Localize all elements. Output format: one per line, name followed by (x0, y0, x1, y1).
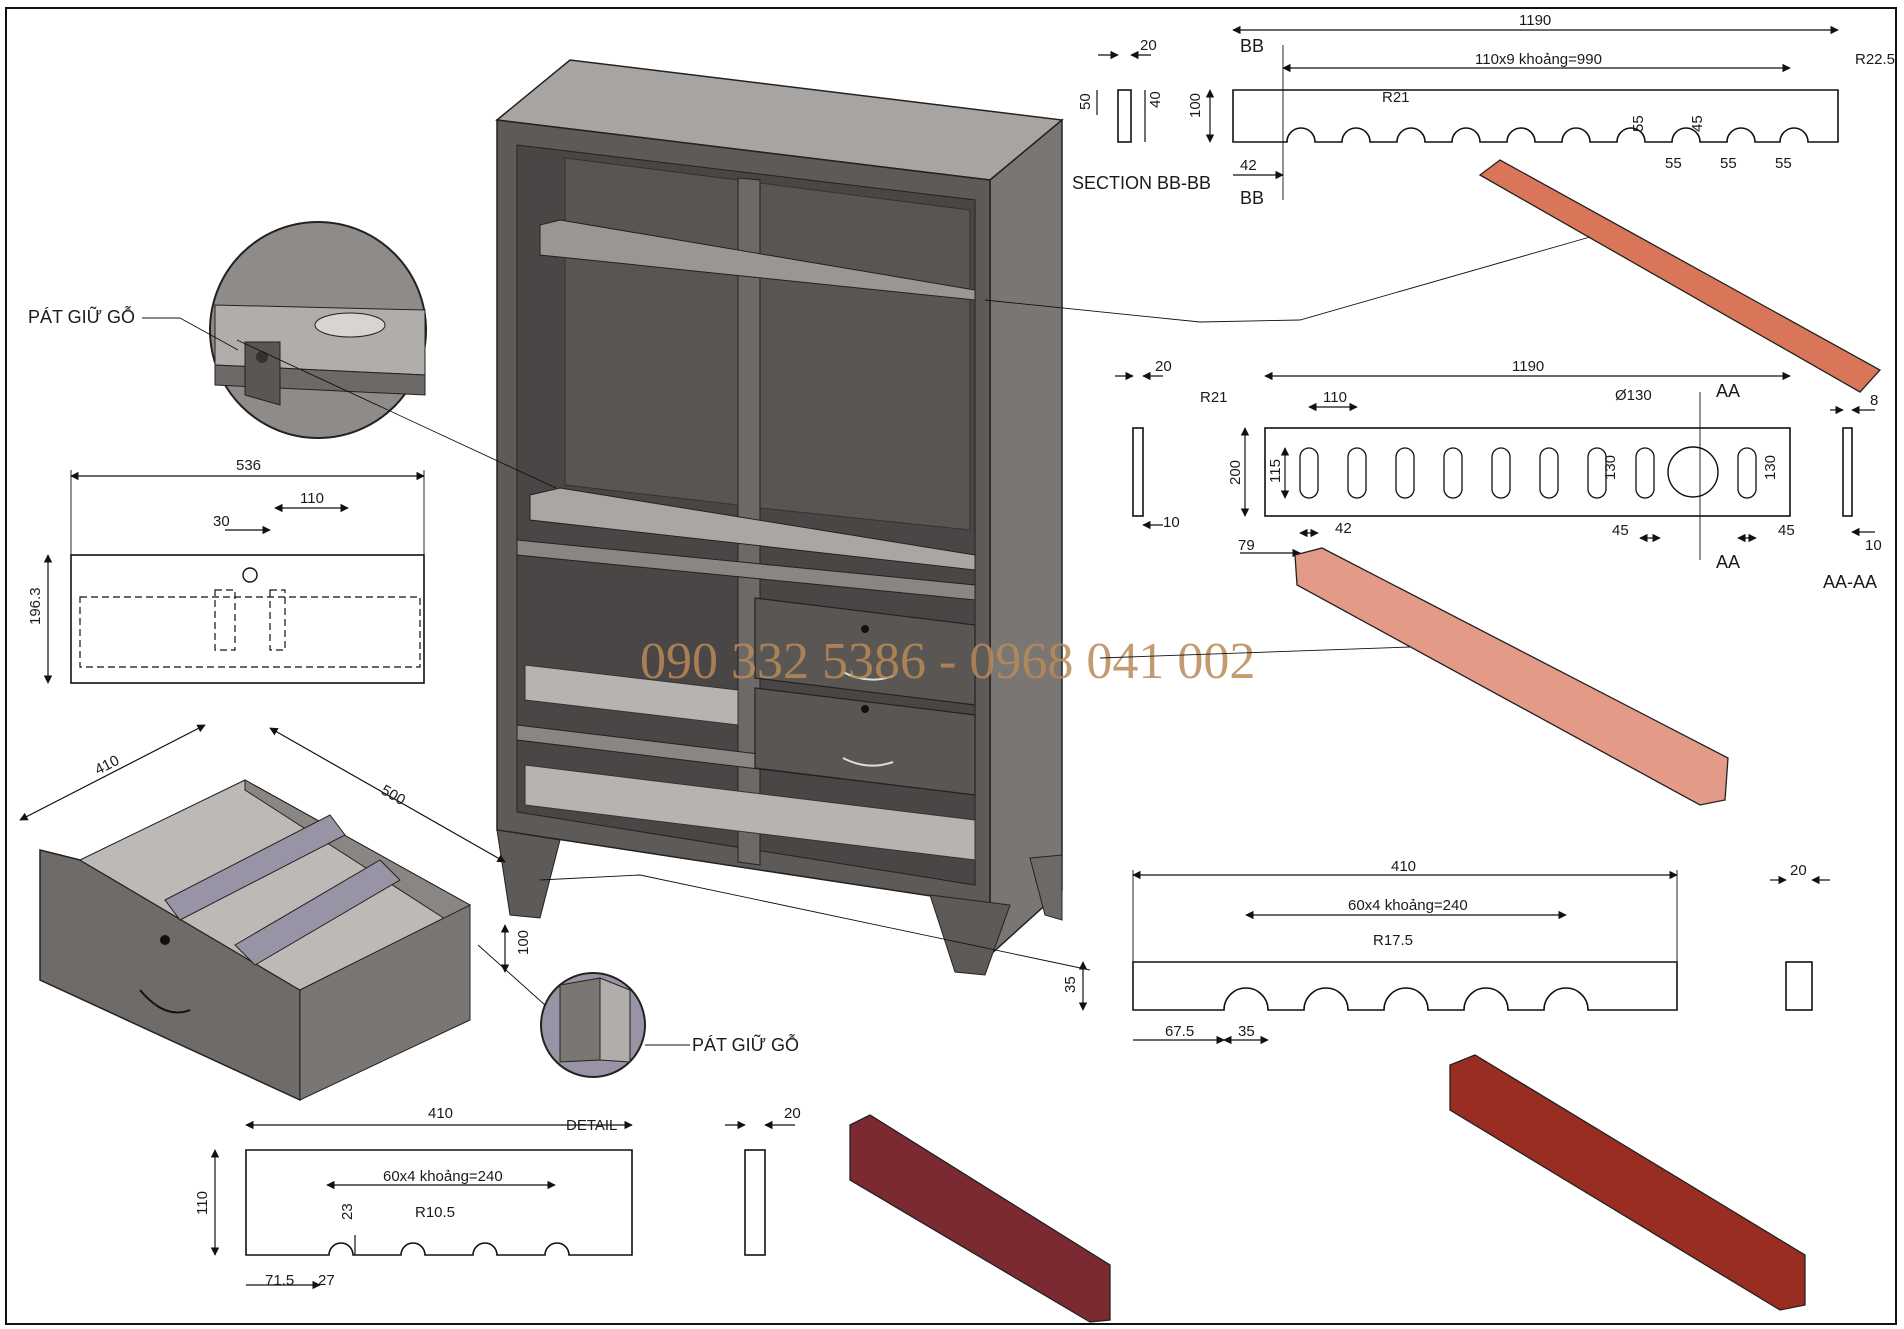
dim-45-b: 45 (1778, 522, 1795, 539)
dim-r10-5: R10.5 (415, 1204, 455, 1221)
dim-110-drawer: 110 (300, 490, 324, 507)
dim-35-small-gap: 35 (1238, 1023, 1255, 1040)
dim-sec-40: 40 (1147, 91, 1164, 108)
dim-55-depth: 55 (1630, 115, 1647, 132)
dim-20-small: 20 (1790, 862, 1807, 879)
dim-30: 30 (213, 513, 230, 530)
dim-sec-20: 20 (1140, 37, 1157, 54)
dim-71-5: 71.5 (265, 1272, 294, 1289)
dim-r21-top: R21 (1382, 89, 1410, 106)
detail-label: DETAIL (566, 1117, 617, 1134)
dim-100-top: 100 (1187, 93, 1204, 118)
dim-10-base-side: 10 (1163, 514, 1180, 531)
dim-536: 536 (236, 457, 261, 474)
dim-130-slot-b: 130 (1762, 455, 1779, 480)
dim-r17-5: R17.5 (1373, 932, 1413, 949)
dim-196-3: 196.3 (27, 587, 44, 625)
callout-pat-giu-go-top: PÁT GIỮ GỖ (28, 306, 135, 327)
section-bb-title: SECTION BB-BB (1072, 173, 1211, 193)
rack-drawer-side (725, 1120, 795, 1256)
dim-45-depth: 45 (1689, 115, 1706, 132)
dim-410-small: 410 (1391, 858, 1416, 875)
leader-rack-top (984, 236, 1591, 323)
cabinet-isometric (495, 59, 1064, 976)
rack-top-elevation (1205, 25, 1839, 200)
dim-spacing-small: 60x4 khoảng=240 (1348, 897, 1468, 914)
dim-55-b: 55 (1720, 155, 1737, 172)
sheet-border (5, 7, 1897, 1325)
dim-200: 200 (1227, 460, 1244, 485)
dim-1190-base: 1190 (1512, 358, 1544, 375)
leader-rack-small (539, 874, 1091, 971)
dim-110-rack-drawer: 110 (194, 1191, 211, 1215)
dim-45-a: 45 (1612, 522, 1629, 539)
rack-small-elevation (1078, 870, 1678, 1045)
detail-circle-top (209, 221, 427, 439)
dim-dia-130: Ø130 (1615, 387, 1652, 404)
dim-1190-top: 1190 (1519, 12, 1551, 29)
marker-bb-top: BB (1240, 36, 1264, 56)
drawer-top-view (43, 470, 425, 684)
dim-42-top: 42 (1240, 157, 1257, 174)
dim-100-drawer: 100 (515, 930, 532, 955)
callout-pat-giu-go-bottom: PÁT GIỮ GỖ (692, 1034, 799, 1055)
leader-rack-base (1099, 646, 1411, 659)
dim-20-rack-drawer: 20 (784, 1105, 801, 1122)
dim-410-drawer: 410 (92, 752, 122, 779)
section-bb (1096, 50, 1151, 143)
marker-bb-bottom: BB (1240, 188, 1264, 208)
dim-42-base: 42 (1335, 520, 1352, 537)
rack-drawer-elevation (210, 1120, 633, 1290)
dim-35-small-h: 35 (1062, 976, 1079, 993)
dim-115: 115 (1267, 459, 1284, 483)
dim-r22-5: R22.5 (1855, 51, 1895, 68)
marker-aa-bottom: AA (1716, 552, 1740, 572)
dim-410-rack-drawer: 410 (428, 1105, 453, 1122)
dim-sec-50: 50 (1077, 93, 1094, 110)
watermark-phone: 090 332 5386 - 0968 041 002 (640, 633, 1255, 690)
leader-detail-bottom (477, 944, 546, 1006)
dim-20-base-side: 20 (1155, 358, 1172, 375)
rack-top-iso (1478, 159, 1882, 393)
rack-drawer-iso (849, 1114, 1111, 1323)
rack-small-side (1770, 875, 1830, 1011)
dim-r21-base: R21 (1200, 389, 1228, 406)
dim-67-5: 67.5 (1165, 1023, 1194, 1040)
dim-23: 23 (339, 1203, 356, 1220)
rack-small-iso (1449, 1054, 1806, 1311)
detail-circle-bottom (540, 972, 646, 1078)
dim-spacing-top: 110x9 khoảng=990 (1475, 51, 1602, 68)
dim-110-base: 110 (1323, 389, 1347, 406)
rack-base-elevation (1240, 371, 1791, 560)
section-aa-title: AA-AA (1823, 572, 1877, 592)
dim-130-slot-a: 130 (1602, 455, 1619, 480)
dim-55-a: 55 (1665, 155, 1682, 172)
dim-79: 79 (1238, 537, 1255, 554)
leader-detail-top (236, 339, 557, 489)
dim-8: 8 (1870, 392, 1878, 409)
dim-spacing-rack-drawer: 60x4 khoảng=240 (383, 1168, 503, 1185)
dim-27: 27 (318, 1272, 335, 1289)
rack-base-iso (1294, 547, 1729, 806)
drawer-isometric (19, 724, 510, 1102)
section-aa (1830, 405, 1875, 537)
rack-base-side-left (1115, 371, 1163, 530)
dim-55-c: 55 (1775, 155, 1792, 172)
dim-10-aa: 10 (1865, 537, 1882, 554)
leader-callout-top-2 (179, 317, 239, 351)
marker-aa-top: AA (1716, 381, 1740, 401)
